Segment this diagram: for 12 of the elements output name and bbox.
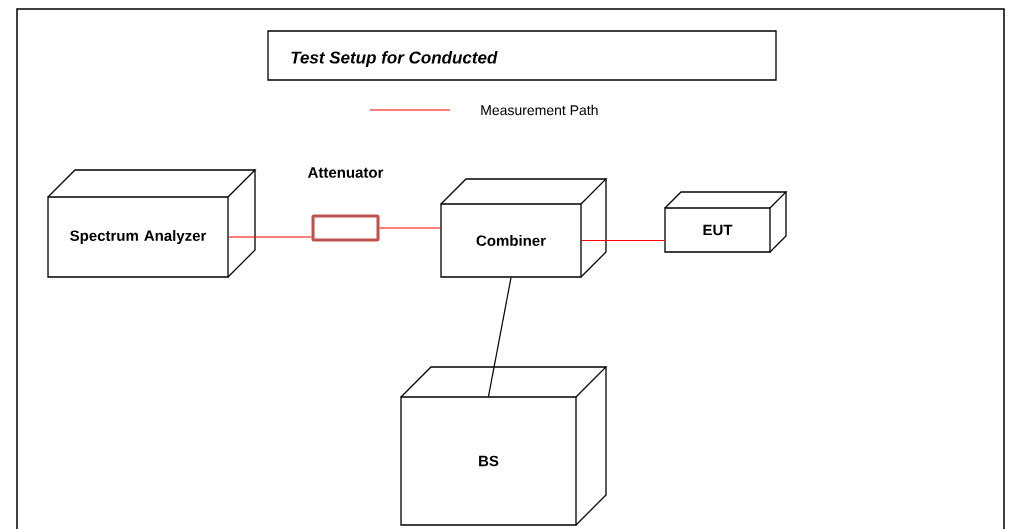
title-box: Test Setup for Conducted [267, 30, 777, 81]
device-box: BS [400, 366, 608, 526]
device-box: Spectrum Analyzer [47, 169, 257, 278]
node-label: Attenuator [307, 167, 384, 178]
cable-line [378, 227, 441, 229]
device-box: Combiner [440, 178, 608, 278]
cable-line [487, 277, 512, 397]
attenuator: Attenuator [307, 167, 384, 242]
legend-label: Measurement Path [481, 104, 598, 116]
cable-line [581, 239, 665, 242]
cable-line [228, 236, 313, 238]
device-box: EUT [664, 191, 788, 253]
